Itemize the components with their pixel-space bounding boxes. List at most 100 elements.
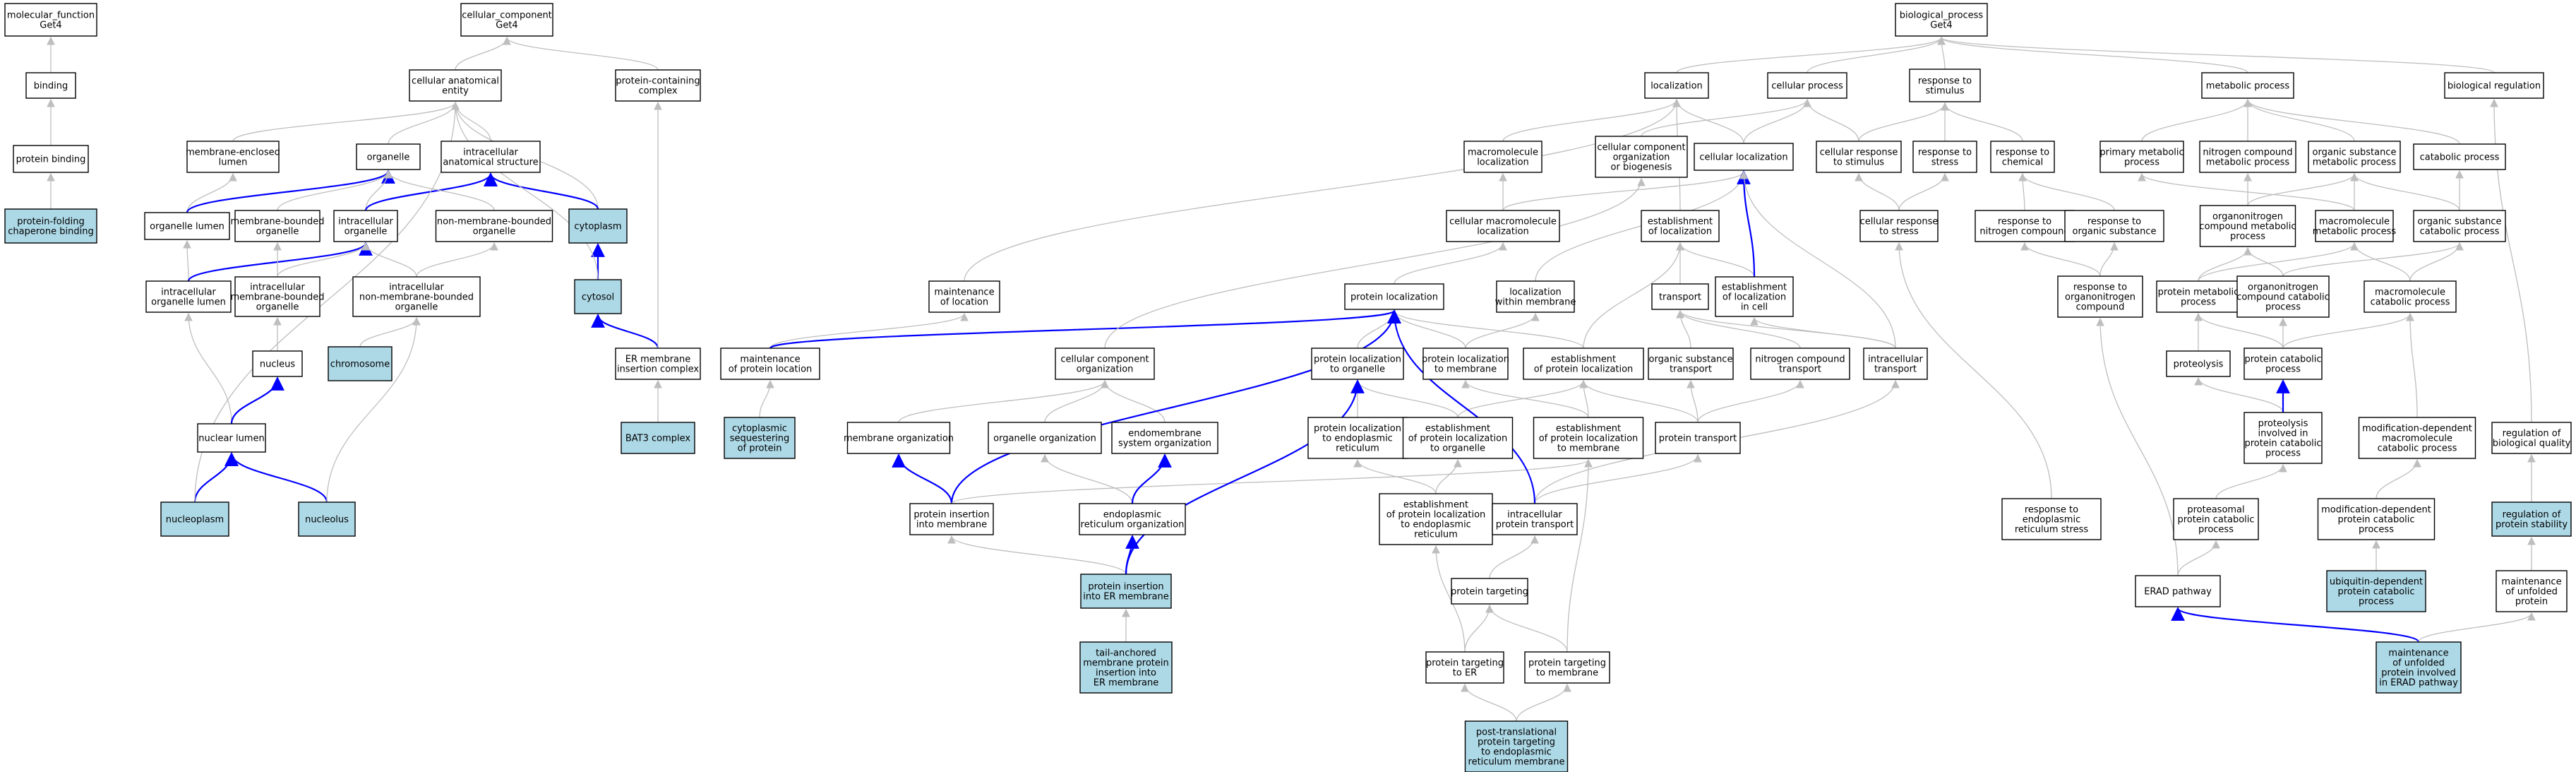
node-cellular_process[interactable]: cellular process bbox=[1767, 72, 1847, 99]
node-protein_transport[interactable]: protein transport bbox=[1655, 422, 1741, 454]
edge-mcp-to-oscp bbox=[2409, 242, 2464, 282]
node-bat3[interactable]: BAT3 complex bbox=[621, 422, 695, 454]
node-proteolysis[interactable]: proteolysis bbox=[2166, 350, 2231, 377]
node-cell_loc[interactable]: cellular localization bbox=[1694, 143, 1794, 171]
node-protein_binding[interactable]: protein binding bbox=[13, 145, 89, 173]
node-transport[interactable]: transport bbox=[1651, 283, 1709, 310]
node-label-line: anatomical structure bbox=[443, 158, 538, 168]
node-organelle_lumen[interactable]: organelle lumen bbox=[144, 212, 230, 240]
node-cytosol[interactable]: cytosol bbox=[574, 279, 622, 314]
node-biological_regulation[interactable]: biological regulation bbox=[2444, 72, 2544, 99]
node-org_org[interactable]: organelle organization bbox=[988, 422, 1102, 454]
node-nucleus[interactable]: nucleus bbox=[252, 350, 303, 377]
node-catabolic[interactable]: catabolic process bbox=[2413, 143, 2506, 170]
node-cytoplasm[interactable]: cytoplasm bbox=[568, 208, 628, 244]
node-nucleoplasm[interactable]: nucleoplasm bbox=[160, 501, 229, 537]
node-binding[interactable]: binding bbox=[25, 72, 76, 99]
node-organelle[interactable]: organelle bbox=[356, 143, 421, 170]
node-nuclear_lumen[interactable]: nuclear lumen bbox=[197, 423, 266, 453]
node-chromosome[interactable]: chromosome bbox=[328, 346, 393, 381]
node-mdmcp[interactable]: modification-dependentmacromoleculecatab… bbox=[2358, 417, 2476, 459]
node-inmbo[interactable]: intracellularnon-membrane-boundedorganel… bbox=[352, 276, 481, 317]
node-erad[interactable]: ERAD pathway bbox=[2135, 575, 2221, 607]
node-nucleolus[interactable]: nucleolus bbox=[298, 501, 356, 537]
node-ptarg[interactable]: protein targeting bbox=[1451, 578, 1528, 605]
node-mem_org[interactable]: membrane organization bbox=[844, 422, 954, 454]
node-metabolic_process[interactable]: metabolic process bbox=[2201, 72, 2294, 99]
node-localization[interactable]: localization bbox=[1644, 72, 1709, 99]
node-protein_loc[interactable]: protein localization bbox=[1344, 283, 1444, 310]
